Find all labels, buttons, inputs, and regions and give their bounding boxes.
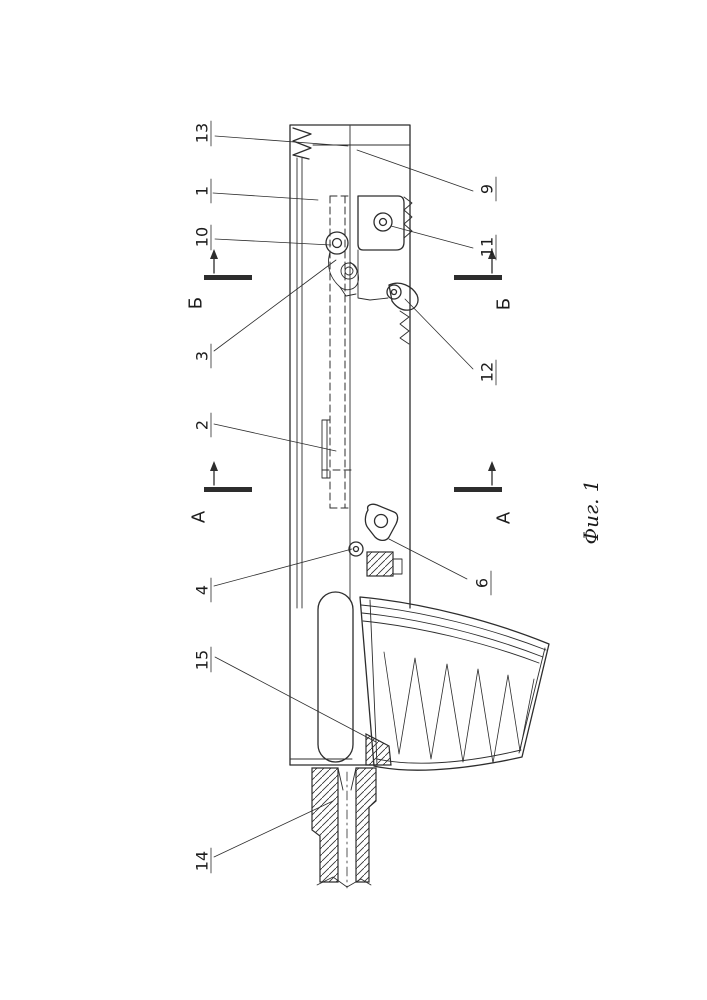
barrel-wall-right bbox=[355, 767, 377, 883]
label-1: 1 bbox=[193, 186, 212, 196]
leader-2 bbox=[210, 412, 337, 452]
section-b-arrowhead-right bbox=[488, 249, 496, 259]
receiver-body bbox=[289, 124, 411, 766]
label-4: 4 bbox=[193, 585, 212, 595]
hammer-hook bbox=[339, 286, 357, 297]
label-13: 13 bbox=[193, 123, 212, 143]
trigger-pivot-inner bbox=[390, 288, 398, 296]
barrel-break-line bbox=[316, 876, 372, 888]
leader-12 bbox=[404, 298, 497, 386]
auto-sear-group bbox=[348, 503, 403, 577]
hammer-pivot-inner bbox=[331, 237, 343, 249]
label-section-a-left: А bbox=[189, 510, 210, 523]
section-b-bar-right bbox=[454, 275, 502, 280]
magazine-well-slot bbox=[317, 591, 354, 763]
label-6: 6 bbox=[473, 578, 492, 588]
fire-control-group bbox=[325, 195, 419, 345]
leader-13 bbox=[210, 120, 349, 147]
magazine bbox=[359, 596, 550, 771]
label-15: 15 bbox=[193, 650, 212, 670]
leader-9 bbox=[356, 149, 497, 202]
sear-bar bbox=[357, 249, 389, 301]
magazine-spring-zigzag bbox=[383, 651, 535, 764]
label-section-b-left: Б bbox=[186, 297, 207, 309]
auto-sear-spring-coil bbox=[366, 551, 394, 577]
label-14: 14 bbox=[193, 851, 212, 871]
hammer-body bbox=[328, 251, 359, 291]
leader-lines bbox=[210, 120, 497, 874]
label-10: 10 bbox=[193, 227, 212, 247]
auto-sear-pivot-inner bbox=[352, 545, 360, 553]
section-a-arrowhead-right bbox=[488, 461, 496, 471]
auto-sear-hole bbox=[373, 513, 389, 529]
leader-6 bbox=[388, 538, 492, 596]
chamber-taper-lines bbox=[337, 767, 357, 791]
leader-15 bbox=[210, 646, 377, 743]
label-section-a-right: А bbox=[494, 511, 515, 524]
reference-labels: 13 1 10 9 11 3 12 2 4 6 15 14 Б Б А А bbox=[186, 123, 515, 871]
trigger-spring-zigzag bbox=[399, 310, 410, 345]
leader-10 bbox=[210, 224, 332, 251]
recoil-spring-zigzag bbox=[292, 127, 312, 160]
auto-sear-spring-seat bbox=[392, 558, 403, 575]
disconnector-spring-zigzag bbox=[403, 196, 413, 239]
label-9: 9 bbox=[478, 184, 497, 194]
section-a-bar-left bbox=[204, 487, 252, 492]
label-section-b-right: Б bbox=[494, 298, 515, 310]
barrel-wall-left bbox=[311, 767, 339, 883]
label-3: 3 bbox=[193, 351, 212, 361]
magazine-outline bbox=[359, 596, 550, 771]
pin-9-outer bbox=[373, 212, 393, 232]
figure-caption: Фиг. 1 bbox=[579, 479, 603, 544]
auto-sear-pivot-outer bbox=[348, 541, 364, 557]
trigger-pivot-outer bbox=[386, 284, 402, 300]
barrel bbox=[311, 767, 377, 889]
leader-1 bbox=[210, 178, 319, 204]
label-12: 12 bbox=[478, 362, 497, 382]
magazine-rib-1 bbox=[360, 604, 547, 651]
magazine-catch-hatched bbox=[365, 733, 392, 766]
label-11: 11 bbox=[478, 237, 497, 257]
auto-sear-body bbox=[364, 503, 399, 542]
trigger-lever bbox=[388, 282, 419, 311]
section-a-bar-right bbox=[454, 487, 502, 492]
hammer-spring-coil-inner bbox=[344, 266, 354, 276]
section-markers bbox=[204, 249, 502, 492]
magazine-rib-3 bbox=[362, 620, 540, 664]
section-b-arrowhead-left bbox=[210, 249, 218, 259]
magazine-follower-line bbox=[369, 599, 378, 766]
leader-11 bbox=[390, 225, 497, 261]
magazine-rib-2 bbox=[361, 612, 544, 658]
receiver-outline bbox=[289, 124, 411, 766]
leader-4 bbox=[210, 548, 353, 603]
pin-9-inner bbox=[378, 217, 388, 227]
leader-3 bbox=[210, 259, 337, 369]
disconnector-housing bbox=[357, 195, 405, 251]
leader-14 bbox=[210, 800, 334, 874]
label-2: 2 bbox=[193, 420, 212, 430]
hammer-pivot-outer bbox=[325, 231, 349, 255]
section-a-arrowhead-left bbox=[210, 461, 218, 471]
section-b-bar-left bbox=[204, 275, 252, 280]
hammer-spring-coil-outer bbox=[340, 262, 358, 280]
